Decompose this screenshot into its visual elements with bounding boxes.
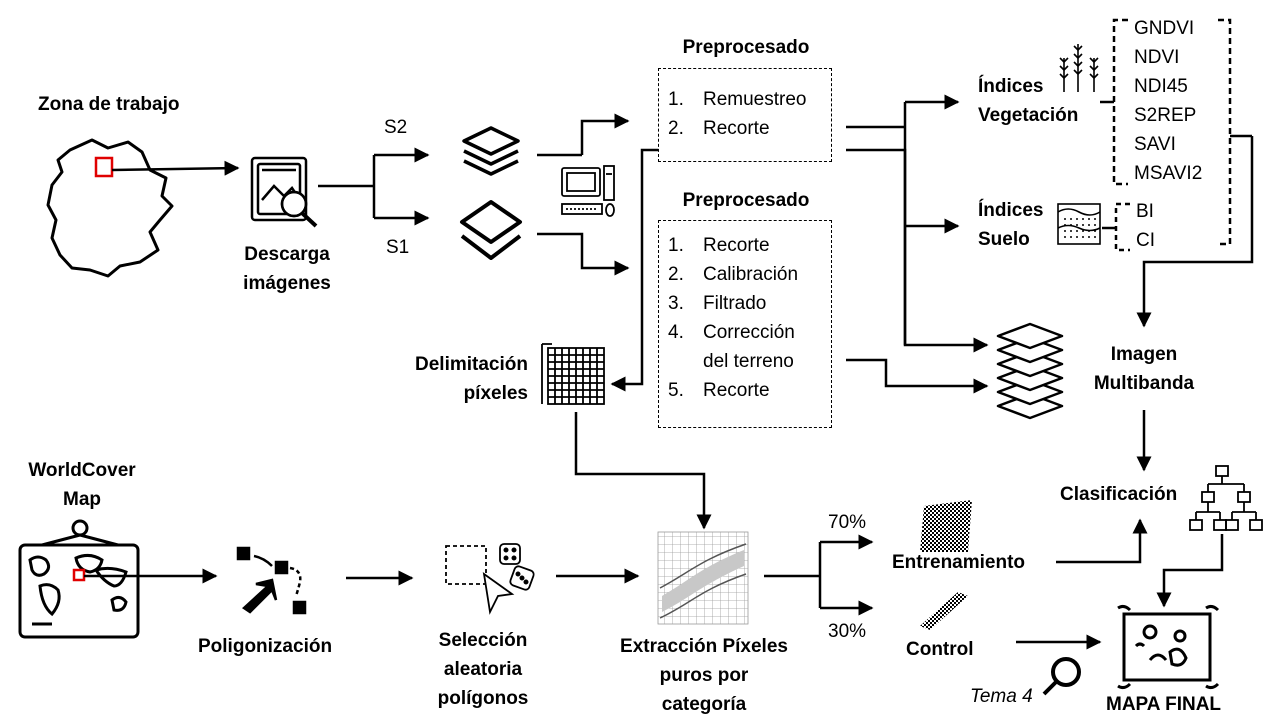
- soil-index: BI: [1136, 201, 1154, 222]
- vegetation-index-list: GNDVI NDVI NDI45 S2REP SAVI MSAVI2: [1134, 14, 1202, 188]
- prepro-s1-step: Calibración: [703, 264, 799, 285]
- training-to-classification: [1056, 518, 1148, 564]
- prepro-s2-step: Recorte: [703, 118, 770, 139]
- prepro-s1-step-num: 5.: [668, 380, 684, 401]
- random-selection-icon: [445, 543, 535, 615]
- split-connector: [318, 147, 430, 226]
- prepro-s2-step-num: 1.: [668, 89, 684, 110]
- delimitation-line2: píxeles: [463, 383, 528, 404]
- worldcover-map-icon: [18, 519, 140, 639]
- selection-line3: polígonos: [437, 688, 529, 709]
- classification-to-final-map: [1156, 534, 1224, 608]
- multiband-stack-icon: [996, 322, 1064, 420]
- soil-index: CI: [1136, 230, 1155, 251]
- worldcover-label: WorldCover Map: [14, 456, 150, 514]
- multiband-line1: Imagen: [1110, 344, 1178, 365]
- s2-label: S2: [384, 117, 408, 138]
- training-swatch: [920, 500, 972, 552]
- extraction-line1: Extracción Píxeles: [620, 636, 788, 657]
- soil-indices-line2: Suelo: [978, 229, 1030, 250]
- magnifier-icon: [1042, 657, 1081, 696]
- final-map-icon: [1117, 604, 1220, 690]
- soil-icon: [1057, 203, 1101, 245]
- download-label: Descarga imágenes: [226, 240, 348, 298]
- prepro-s1-title: Preprocesado: [682, 190, 810, 211]
- prepro-s1-step: del terreno: [703, 351, 794, 372]
- vegetation-indices-line2: Vegetación: [978, 105, 1079, 126]
- training-label: Entrenamiento: [892, 552, 1026, 573]
- topic-label: Tema 4: [970, 686, 1033, 707]
- prepro-to-delimitation: [610, 148, 658, 392]
- prepro-s1-step: Recorte: [703, 235, 770, 256]
- s1-label: S1: [386, 237, 410, 258]
- control-label: Control: [906, 639, 974, 660]
- prepro-s1-step: Corrección: [703, 322, 795, 343]
- prepro-s1-step-num: 4.: [668, 322, 684, 343]
- vegetation-indices-label: Índices Vegetación: [978, 72, 1078, 130]
- pct-control: 30%: [828, 621, 867, 642]
- computer-icon: [561, 165, 615, 217]
- vegetation-indices-line1: Índices: [978, 76, 1044, 97]
- extraction-line2: puros por: [659, 665, 749, 686]
- soil-index-list: BI CI: [1136, 197, 1155, 255]
- s2-to-indices: [846, 94, 989, 353]
- worldcover-line2: Map: [63, 489, 101, 510]
- prepro-s1-step-num: 3.: [668, 293, 684, 314]
- selection-label: Selección aleatoria polígonos: [420, 626, 546, 713]
- classification-label: Clasificación: [1060, 484, 1178, 505]
- delimitation-to-extraction: [574, 412, 712, 530]
- train-control-split: [764, 534, 874, 616]
- download-images-icon: [250, 156, 318, 228]
- extraction-label: Extracción Píxeles puros por categoría: [604, 632, 804, 719]
- prepro-s1-step: Recorte: [703, 380, 770, 401]
- vegetation-index: NDI45: [1134, 76, 1188, 97]
- prepro-s1-step-num: 2.: [668, 264, 684, 285]
- polygonization-icon: [236, 546, 307, 615]
- arrow-zone-to-download: [111, 160, 240, 176]
- multiband-label: Imagen Multibanda: [1084, 340, 1204, 398]
- prepro-s2-step: Remuestreo: [703, 89, 807, 110]
- vegetation-index: GNDVI: [1134, 18, 1195, 39]
- final-map-label: MAPA FINAL: [1106, 694, 1222, 715]
- s2-to-prepro-arrow: [580, 113, 630, 155]
- vegetation-index: NDVI: [1134, 47, 1180, 68]
- vegetation-index: S2REP: [1134, 105, 1197, 126]
- classification-tree-icon: [1189, 465, 1263, 531]
- polygonization-label: Poligonización: [198, 636, 333, 657]
- selection-line2: aleatoria: [443, 659, 523, 680]
- s2-layers-icon: [462, 126, 520, 176]
- multiband-line2: Multibanda: [1093, 373, 1195, 394]
- prepro-s2-title: Preprocesado: [682, 37, 810, 58]
- prepro-s1-step: Filtrado: [703, 293, 767, 314]
- worldcover-line1: WorldCover: [28, 460, 136, 481]
- zone-title: Zona de trabajo: [38, 94, 180, 115]
- soil-indices-label: Índices Suelo: [978, 196, 1043, 254]
- s1-to-multiband: [846, 358, 989, 394]
- selection-line1: Selección: [438, 630, 528, 651]
- s1-to-prepro-arrow: [537, 232, 630, 276]
- pct-training: 70%: [828, 512, 867, 533]
- pure-pixel-extraction-icon: [657, 531, 749, 625]
- download-label-line2: imágenes: [243, 273, 331, 294]
- zone-map-icon: [46, 138, 174, 278]
- pixel-grid-icon: [541, 343, 605, 405]
- wheat-icon: [1059, 44, 1099, 92]
- vegetation-index: SAVI: [1134, 134, 1176, 155]
- soil-indices-line1: Índices: [978, 200, 1044, 221]
- delimitation-label: Delimitación píxeles: [396, 350, 528, 408]
- s1-layers-icon: [460, 200, 522, 260]
- delimitation-line1: Delimitación: [415, 354, 528, 375]
- index-brackets: [1100, 18, 1254, 328]
- prepro-s1-step-num: 1.: [668, 235, 684, 256]
- download-label-line1: Descarga: [244, 244, 330, 265]
- prepro-s2-step-num: 2.: [668, 118, 684, 139]
- prepro-s2-box: 1. Remuestreo 2. Recorte: [658, 68, 832, 162]
- control-swatch: [920, 592, 968, 630]
- vegetation-index: MSAVI2: [1134, 163, 1203, 184]
- prepro-s1-box: 1. Recorte 2. Calibración 3. Filtrado 4.…: [658, 220, 832, 428]
- extraction-line3: categoría: [661, 694, 747, 715]
